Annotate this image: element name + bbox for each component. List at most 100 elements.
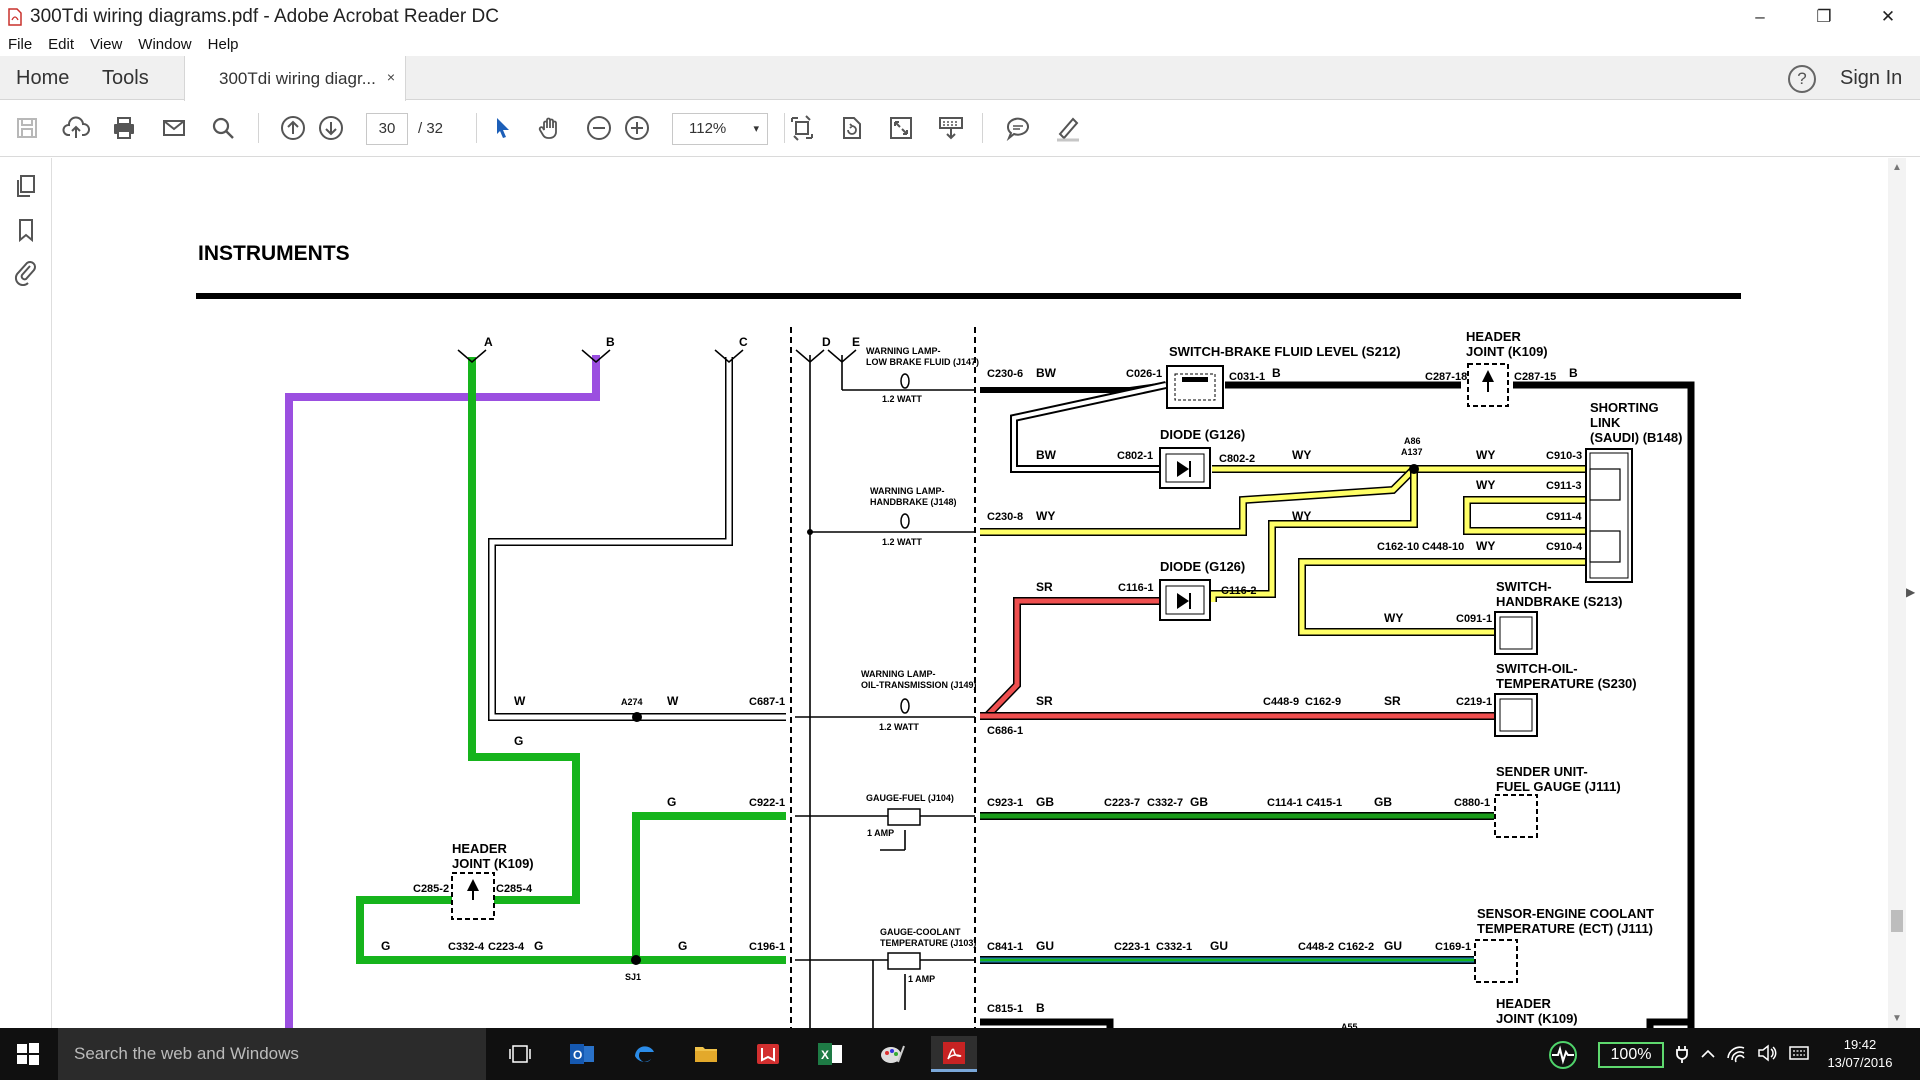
diagram-label-c687-1: C687-1 — [749, 696, 785, 708]
menu-view[interactable]: View — [90, 35, 123, 53]
diagram-label-c802-2: C802-2 — [1219, 453, 1255, 465]
rotate-button[interactable] — [835, 111, 869, 145]
diagram-label-a137: A137 — [1401, 447, 1423, 457]
activity-monitor-icon[interactable] — [1548, 1040, 1578, 1070]
zoom-value: 112% — [689, 120, 727, 137]
book-icon — [757, 1044, 779, 1064]
power-plug-icon[interactable] — [1672, 1044, 1692, 1064]
upload-button[interactable] — [59, 111, 93, 145]
full-screen-button[interactable] — [884, 111, 918, 145]
folder-icon — [695, 1047, 717, 1062]
attachment-icon[interactable] — [12, 258, 40, 286]
vertical-scrollbar[interactable]: ▲ ▼ — [1888, 158, 1906, 1028]
minimize-button[interactable]: – — [1755, 6, 1765, 26]
fit-page-button[interactable] — [785, 111, 819, 145]
diagram-label-header-joint-top-2: JOINT (K109) — [1466, 344, 1548, 359]
diagram-label-c922-1: C922-1 — [749, 797, 785, 809]
close-tab-icon[interactable]: × — [386, 69, 395, 85]
diagram-label-c332-4: C332-4 — [448, 941, 485, 953]
diagram-label-c230-6: C230-6 — [987, 368, 1023, 380]
diagram-label-wy-1: WY — [1292, 448, 1311, 462]
find-button[interactable] — [206, 111, 240, 145]
help-icon[interactable]: ? — [1788, 65, 1816, 93]
tab-home[interactable]: Home — [16, 67, 70, 89]
arrow-up-circle-icon — [281, 116, 305, 140]
previous-page-button[interactable] — [276, 111, 310, 145]
print-button[interactable] — [107, 111, 141, 145]
title-bar: 300Tdi wiring diagrams.pdf - Adobe Acrob… — [0, 0, 1920, 33]
page-number-input[interactable]: 30 — [366, 113, 408, 145]
diagram-label-c091-1: C091-1 — [1456, 613, 1492, 625]
diagram-wires — [196, 293, 1741, 1028]
diagram-label-c169-1: C169-1 — [1435, 941, 1471, 953]
menu-file[interactable]: File — [8, 35, 33, 53]
diagram-label-header-joint-bottom-1: HEADER — [1496, 996, 1552, 1011]
expand-icon — [890, 117, 912, 139]
task-view-button[interactable] — [497, 1036, 543, 1072]
diagram-label-shorting-3: (SAUDI) (B148) — [1590, 430, 1682, 445]
diagram-label-c880-1: C880-1 — [1454, 797, 1490, 809]
scroll-up-icon[interactable]: ▲ — [1892, 162, 1902, 173]
toolbar-separator — [982, 113, 983, 143]
acrobat-taskbar-button[interactable] — [931, 1036, 977, 1072]
hand-tool-button[interactable] — [533, 111, 567, 145]
toolbar — [0, 101, 1920, 157]
scroll-mode-button[interactable] — [934, 111, 968, 145]
diagram-label-w-2: W — [667, 694, 679, 708]
diagram-label-sr-1: SR — [1036, 580, 1053, 594]
keyboard-icon[interactable] — [1788, 1042, 1810, 1064]
diagram-label-switch-oil-1: SWITCH-OIL- — [1496, 661, 1578, 676]
search-icon — [212, 117, 234, 139]
pages-icon[interactable] — [12, 172, 40, 200]
windows-start-icon[interactable] — [16, 1042, 40, 1066]
taskbar-search-box[interactable]: Search the web and Windows — [58, 1028, 486, 1080]
diagram-label-c031-1: C031-1 — [1229, 371, 1265, 383]
paint-taskbar-button[interactable] — [869, 1036, 915, 1072]
diagram-label-bw-1: BW — [1036, 366, 1057, 380]
diagram-label-sender-fuel-2: FUEL GAUGE (J111) — [1496, 779, 1621, 794]
menu-window[interactable]: Window — [138, 35, 192, 53]
zoom-out-button[interactable] — [582, 111, 616, 145]
volume-icon[interactable] — [1756, 1042, 1778, 1064]
edge-taskbar-button[interactable] — [621, 1036, 667, 1072]
menu-edit[interactable]: Edit — [48, 35, 75, 53]
tab-document[interactable]: 300Tdi wiring diagr... × — [184, 56, 406, 101]
scrollbar-thumb[interactable] — [1891, 910, 1903, 932]
reader-app-taskbar-button[interactable] — [745, 1036, 791, 1072]
sign-in-link[interactable]: Sign In — [1840, 67, 1903, 89]
save-button[interactable] — [10, 111, 44, 145]
system-clock[interactable]: 19:42 13/07/2016 — [1825, 1036, 1895, 1072]
excel-taskbar-button[interactable]: X — [807, 1036, 853, 1072]
zoom-in-button[interactable] — [620, 111, 654, 145]
tab-document-label: 300Tdi wiring diagr... — [219, 68, 376, 88]
diagram-label-sr-2: SR — [1036, 694, 1053, 708]
outlook-taskbar-button[interactable]: O — [559, 1036, 605, 1072]
comment-button[interactable] — [1001, 111, 1035, 145]
zoom-select[interactable]: 112% ▾ — [672, 113, 768, 145]
close-window-button[interactable]: ✕ — [1880, 6, 1896, 26]
diagram-label-wy-4: WY — [1036, 509, 1055, 523]
wifi-icon[interactable] — [1726, 1042, 1748, 1064]
tab-tools[interactable]: Tools — [102, 67, 149, 89]
file-explorer-taskbar-button[interactable] — [683, 1036, 729, 1072]
diagram-label-lamp-oil-2: OIL-TRANSMISSION (J149) — [861, 680, 977, 690]
taskbar-search-placeholder: Search the web and Windows — [74, 1044, 299, 1063]
cloud-upload-icon — [62, 116, 90, 138]
chevron-up-icon[interactable] — [1700, 1046, 1716, 1062]
restore-button[interactable]: ❐ — [1816, 6, 1832, 26]
task-view-icon — [509, 1045, 531, 1063]
expand-right-pane-icon[interactable]: ▶ — [1906, 585, 1916, 599]
highlight-button[interactable] — [1051, 111, 1085, 145]
email-button[interactable] — [157, 111, 191, 145]
scroll-down-icon[interactable]: ▼ — [1892, 1013, 1902, 1024]
battery-percentage[interactable]: 100% — [1598, 1042, 1664, 1068]
bookmark-icon[interactable] — [12, 216, 40, 244]
menu-help[interactable]: Help — [207, 35, 239, 53]
diagram-label-c841-1: C841-1 — [987, 941, 1023, 953]
next-page-button[interactable] — [314, 111, 348, 145]
diagram-label-g-1: G — [514, 734, 523, 748]
select-tool-button[interactable] — [485, 111, 519, 145]
diagram-label-w-1: W — [514, 694, 526, 708]
